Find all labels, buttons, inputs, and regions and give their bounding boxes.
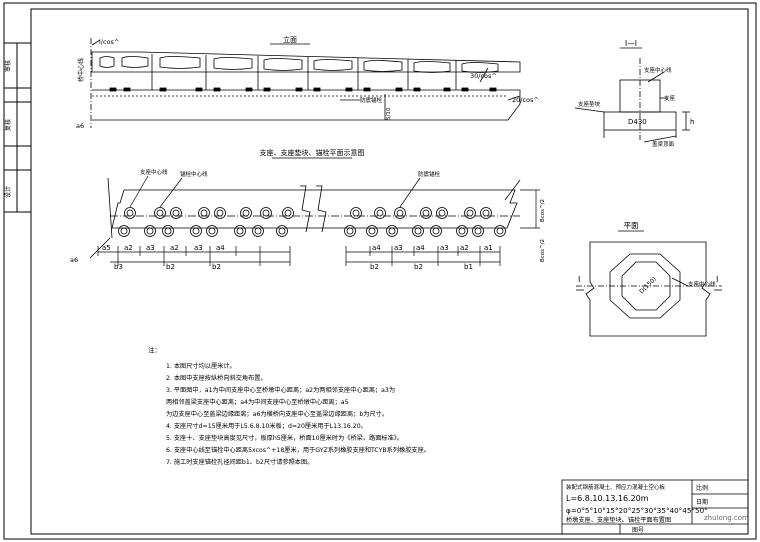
plan-strip-leaders (129, 175, 540, 229)
note-line-1: 1. 本图尺寸均以厘米计。 (166, 362, 236, 370)
note-line-4: 两相邻盖梁支座中心距离；a4为中间支座中心至桥墩中心距离；a5 (166, 398, 349, 406)
signature-strip: 审核 复核 设计 (4, 42, 31, 213)
elevation-right-slope: 20/cos^ (512, 96, 539, 104)
elevation-title: 立面 (283, 35, 297, 44)
title-block (561, 479, 749, 535)
section-title: I—I (625, 39, 637, 48)
section-view (574, 58, 690, 143)
note-line-8: 6. 支座中心线至锚栓中心距离5xcos^+18厘米，用于GYZ系列橡胶支座和T… (166, 446, 430, 454)
plan-view-cut-left: I (578, 275, 580, 284)
title-block-spans: L=6.8.10.13.16.20m (566, 494, 649, 503)
title-block-project: 装配式钢筋混凝土、预应力混凝土空心板 (566, 483, 666, 491)
dim-b-right-1: b2 (370, 263, 379, 271)
inner-border (30, 8, 749, 535)
plan-strip-bearings (118, 207, 506, 237)
title-block-date-label: 日期 (696, 498, 708, 506)
dim-a-right-1: a4 (372, 244, 381, 252)
notes-header: 注： (148, 345, 161, 354)
plan-view-center-label: 支座中心线 (688, 280, 716, 288)
dim-a-right-3: a4 (416, 244, 425, 252)
watermark: zhulong.com (704, 514, 749, 522)
elevation-center-line-label: 桥中心线 (77, 58, 85, 82)
plan-view-inner-label: D(150) (638, 276, 658, 296)
elevation-mid-slope: 30/cos^ (470, 72, 497, 80)
plan-view-title: 平面 (624, 221, 639, 230)
elevation-pad-label: 防震锚栓 (360, 96, 383, 104)
plan-strip-side-mark: a6 (70, 256, 78, 264)
dim-a-left-2: a2 (124, 244, 133, 252)
outer-border (3, 2, 757, 540)
dim-a-right-5: a2 (460, 244, 469, 252)
plan-strip-dim-right-bottom: Bcos^/2 (540, 239, 546, 262)
section-bottom-label: 盖梁顶面 (652, 140, 675, 148)
dim-a-left-5: a3 (194, 244, 203, 252)
dim-b-left-1: b3 (114, 263, 123, 271)
section-dim-d: D430 (628, 118, 647, 126)
plan-strip-title: 支座、支座垫块、锚栓平面示意图 (260, 148, 365, 157)
plan-strip-dim-right-top: Bcos^/2 (540, 199, 546, 222)
elevation-view: 立面 (90, 35, 521, 128)
note-line-6: 4. 支座尺寸d=15厘米用于L5.6.8.10米板；d=20厘米用于L13.1… (166, 422, 367, 430)
elevation-left-slope: i/cos^ (99, 38, 119, 46)
dim-b-left-3: b2 (212, 263, 221, 271)
plan-view-cut-right: I (716, 275, 718, 284)
dim-a-right-6: a1 (484, 244, 493, 252)
section-anchor-label: 支座垫块 (578, 100, 601, 108)
side-label-design: 设计 (4, 186, 12, 198)
elevation-gap-label: 5/10 (386, 107, 392, 120)
dim-a-left-6: a4 (216, 244, 225, 252)
title-block-angles: φ=0°5°10°15°20°25°30°35°40°45°50° (566, 506, 708, 515)
plan-strip-anchor-label: 锚栓中心线 (180, 170, 208, 178)
dim-a-right-2: a3 (394, 244, 403, 252)
elevation-bearings (109, 87, 497, 92)
section-dim-h: h (690, 118, 694, 126)
plan-strip-dim-labels: a5 a2 a3 a2 a3 a4 b3 b2 b2 a4 a3 a4 a3 a… (102, 244, 493, 271)
title-block-drawing-name: 桥墩支座、支座垫块、锚栓平面布置图 (566, 516, 671, 524)
hollow-cells (99, 56, 499, 73)
dim-b-right-2: b2 (414, 263, 423, 271)
note-line-3: 3. 平面图中，a1为中间支座中心至桥墩中心距离；a2为两相邻支座中心距离；a3… (166, 386, 395, 394)
note-line-5: 为边支座中心至盖梁边缘距离；a6为横桥向支座中心至盖梁边缘距离；b为尺寸。 (166, 410, 388, 418)
section-center-label: 支座中心线 (644, 66, 672, 74)
note-line-2: 2. 本图中支座按纵桥向斜交角布置。 (166, 374, 267, 382)
dim-b-right-3: b1 (464, 263, 473, 271)
plan-strip-center-label: 支座中心线 (140, 168, 168, 176)
title-block-fig-no-label: 图号 (632, 527, 644, 534)
section-pad-label: 支座 (664, 94, 676, 102)
plan-view (576, 241, 722, 337)
note-line-9: 7. 施工时支座锚栓孔径间距b1、b2尺寸请参照本图。 (166, 458, 313, 466)
elevation-side-mark: a6 (76, 122, 84, 130)
dim-a-left-1: a5 (102, 244, 111, 252)
dim-a-right-4: a3 (440, 244, 449, 252)
dim-a-left-3: a3 (146, 244, 155, 252)
plan-strip-pad-label: 防震锚栓 (418, 170, 441, 178)
notes-block: 注： 1. 本图尺寸均以厘米计。 2. 本图中支座按纵桥向斜交角布置。 3. 平… (148, 345, 430, 466)
dim-b-left-2: b2 (166, 263, 175, 271)
plan-strip-dimensions (97, 246, 501, 266)
title-block-scale-label: 比例 (696, 484, 708, 492)
side-label-check: 复核 (4, 119, 12, 131)
note-line-7: 5. 支座十、支座垫块高度见尺寸，板厚h5厘米，桥面10厘米时为《桥梁、路面标准… (166, 434, 403, 442)
dim-a-left-4: a2 (170, 244, 179, 252)
plan-strip (89, 177, 521, 259)
side-label-review: 审核 (4, 60, 12, 72)
